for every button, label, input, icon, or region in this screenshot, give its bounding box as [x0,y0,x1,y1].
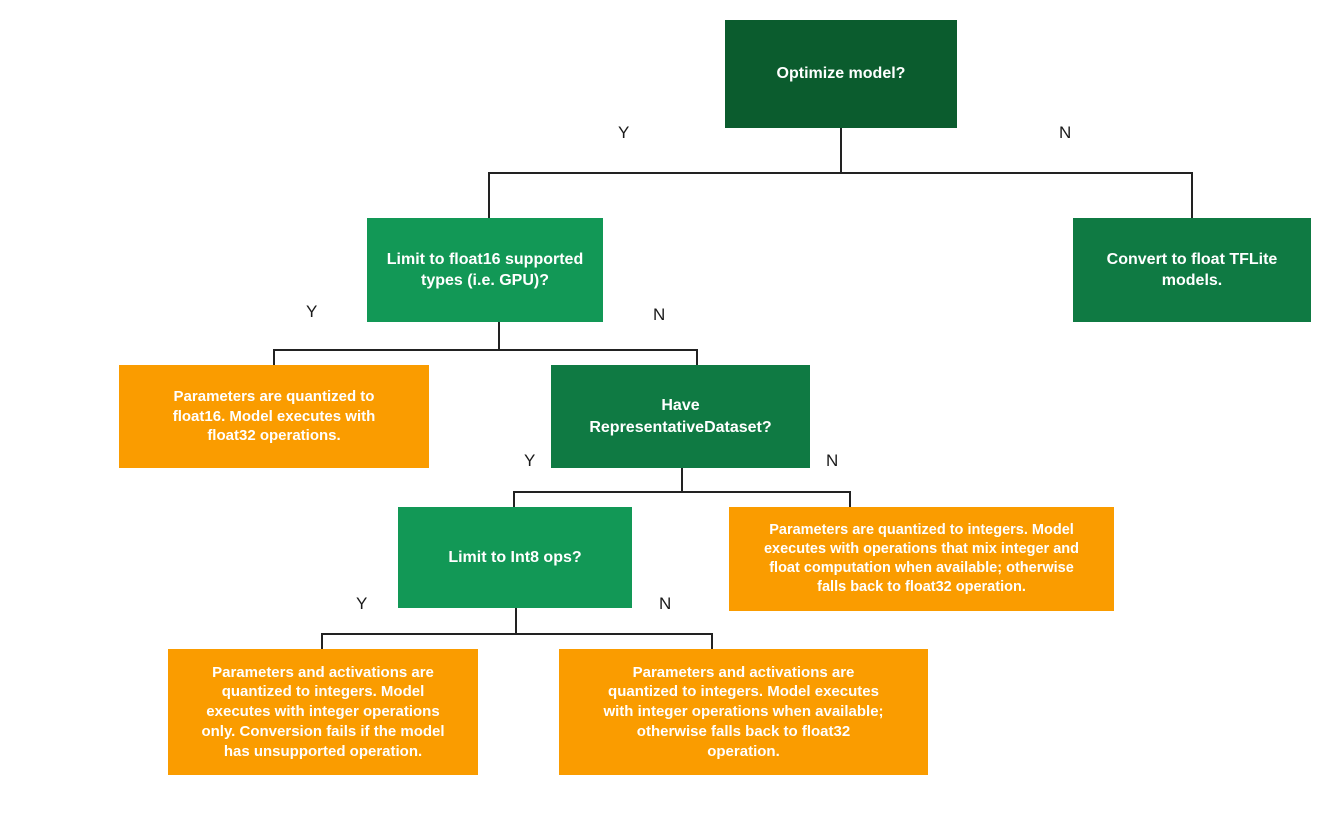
connector-int8-yes-drop [321,633,323,649]
connector-float16-no-drop [696,349,698,365]
connector-reprdataset-bus [513,491,850,493]
connector-int8-no-drop [711,633,713,649]
edge-label-int8-no: N [659,594,672,613]
node-mixed-int-float-result[interactable]: Parameters are quantized to integers. Mo… [729,507,1114,611]
node-optimize-model-label: Optimize model? [776,65,906,83]
node-int-only-result[interactable]: Parameters and activations are quantized… [168,649,478,775]
edge-label-reprdataset-no: N [826,451,839,470]
edge-label-float16-no: N [653,305,666,324]
node-optimize-model[interactable]: Optimize model? [725,20,957,128]
connector-float16-bus [273,349,697,351]
edge-label-optimize-no: N [1059,123,1072,142]
node-limit-float16-label: Limit to float16 supported types (i.e. G… [386,250,584,289]
connector-optimize-bus [488,172,1192,174]
connector-optimize-no-drop [1191,172,1193,218]
edge-label-int8-yes: Y [356,594,368,613]
node-limit-int8-ops-label: Limit to Int8 ops? [448,548,582,566]
edge-label-reprdataset-yes: Y [524,451,536,470]
edge-label-optimize-yes: Y [618,123,630,142]
node-int-fallback-result[interactable]: Parameters and activations are quantized… [559,649,928,775]
connector-float16-yes-drop [273,349,275,365]
node-mixed-int-float-result-label: Parameters are quantized to integers. Mo… [763,521,1080,596]
node-limit-int8-ops[interactable]: Limit to Int8 ops? [398,507,632,608]
connector-reprdataset-stem [681,468,683,492]
connector-optimize-stem [840,128,842,173]
node-convert-float-tflite-label: Convert to float TFLite models. [1106,250,1278,289]
connector-int8-bus [321,633,712,635]
node-limit-float16[interactable]: Limit to float16 supported types (i.e. G… [367,218,603,322]
node-int-fallback-result-label: Parameters and activations are quantized… [603,663,884,760]
connector-float16-stem [498,322,500,350]
connector-reprdataset-no-drop [849,491,851,507]
connector-int8-stem [515,608,517,634]
node-convert-float-tflite[interactable]: Convert to float TFLite models. [1073,218,1311,322]
connector-optimize-yes-drop [488,172,490,218]
node-float16-result-label: Parameters are quantized to float16. Mod… [172,387,376,445]
connector-reprdataset-yes-drop [513,491,515,507]
node-int-only-result-label: Parameters and activations are quantized… [201,663,445,760]
node-have-representative-dataset-label: Have RepresentativeDataset? [589,397,772,436]
node-float16-result[interactable]: Parameters are quantized to float16. Mod… [119,365,429,468]
node-have-representative-dataset[interactable]: Have RepresentativeDataset? [551,365,810,468]
edge-label-float16-yes: Y [306,302,318,321]
